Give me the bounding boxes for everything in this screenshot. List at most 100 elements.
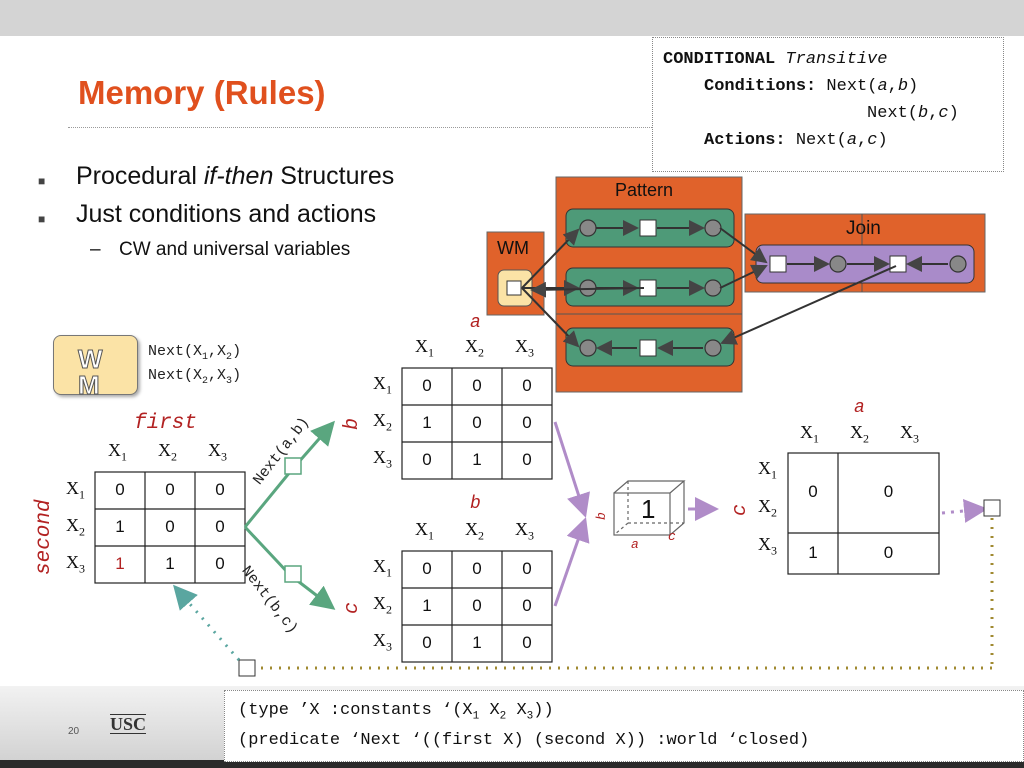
ac-cell: 0 [883, 482, 894, 501]
ac-col-header-2: X2 [850, 422, 869, 446]
ab-col-label: a [470, 313, 481, 333]
code-line-1: (type ’X :constants ‘(X1 X2 X3)) [238, 701, 554, 723]
bc-cell: 0 [472, 559, 482, 578]
bc-col-header-1: X1 [415, 519, 434, 543]
cube-a-label: a [631, 537, 639, 552]
wm-cell: 1 [115, 517, 125, 536]
ac-cell: 1 [808, 542, 818, 562]
bc-cell: 0 [522, 596, 532, 615]
ab-cell: 1 [422, 413, 432, 432]
bc-cell: 0 [522, 633, 532, 652]
ab-cell: 0 [472, 376, 482, 395]
wm-icon [53, 335, 138, 395]
top-bar [0, 0, 1024, 36]
next-bc-node [284, 565, 302, 583]
ab-col-header-1: X1 [415, 336, 434, 360]
wm-label: WM [497, 238, 529, 258]
first-label: first [134, 412, 198, 435]
ab-row-header-1: X1 [373, 373, 392, 397]
ac-row-header-1: X1 [758, 458, 777, 482]
wm-row-header-1: X1 [66, 478, 85, 502]
ab-cell: 0 [522, 413, 532, 432]
bc-col-label: b [470, 494, 481, 514]
bc-cell: 0 [422, 559, 432, 578]
page-number: 20 [68, 726, 80, 737]
ab-cell: 0 [522, 376, 532, 395]
second-label: second [33, 499, 56, 575]
ab-cell: 0 [422, 450, 432, 469]
wm-cell: 0 [215, 554, 225, 573]
wm-fact-1: Next(X1,X2) [148, 343, 242, 363]
bc-cell: 0 [472, 596, 482, 615]
wm-cell: 0 [165, 517, 175, 536]
title-divider [68, 127, 654, 128]
wm-cell: 0 [115, 480, 125, 499]
bullet-marker-1: ■ [38, 174, 46, 188]
ab-row-header-2: X2 [373, 410, 392, 434]
ab-cell: 1 [472, 450, 482, 469]
conditional-keyword: CONDITIONAL [663, 50, 776, 69]
output-node [983, 499, 1001, 517]
wm-row-header-2: X2 [66, 515, 85, 539]
ac-cell: 0 [808, 482, 818, 501]
pattern-label: Pattern [615, 180, 674, 200]
bc-row-header-2: X2 [373, 593, 392, 617]
ab-cell: 0 [422, 376, 432, 395]
conditional-box: CONDITIONAL Transitive Conditions: Next(… [652, 37, 1004, 172]
bc-row-header-1: X1 [373, 556, 392, 580]
condition-1: Next(a,b) [826, 77, 919, 96]
condition-2: Next(b,c) [867, 104, 959, 123]
ab-row-header-3: X3 [373, 447, 392, 471]
bc-cell: 0 [422, 633, 432, 652]
usc-logo: USC [110, 714, 147, 734]
wm-row-header-3: X3 [66, 552, 85, 576]
wm-fact-2: Next(X2,X3) [148, 367, 242, 387]
wm-col-header-3: X3 [208, 440, 227, 464]
cube-b-label: b [594, 512, 609, 520]
bc-col-header-3: X3 [515, 519, 534, 543]
wm-cell: 1 [115, 554, 125, 573]
ab-row-label: b [341, 417, 364, 430]
slide-title: Memory (Rules) [78, 74, 326, 111]
cube-c-label: c [668, 529, 676, 544]
bc-row-header-3: X3 [373, 630, 392, 654]
actions-label: Actions: [704, 131, 786, 150]
code-line-2: (predicate ‘Next ‘((first X) (second X))… [238, 731, 810, 750]
action-1: Next(a,c) [795, 131, 888, 150]
bc-cell: 0 [522, 559, 532, 578]
bullet-1: Procedural if-then Structures [76, 162, 394, 191]
ac-cell: 0 [883, 542, 894, 562]
ab-cell: 0 [472, 413, 482, 432]
bc-cell: 1 [472, 633, 482, 652]
wm-col-header-2: X2 [158, 440, 177, 464]
ac-col-label: a [854, 398, 865, 418]
sub-bullet: CW and universal variables [119, 239, 351, 260]
wm-cell: 0 [165, 480, 175, 499]
bullet-marker-2: ■ [38, 212, 46, 226]
ac-row-header-2: X2 [758, 496, 777, 520]
conditional-name: Transitive [785, 50, 888, 69]
bc-row-label: c [341, 601, 364, 614]
wm-cell: 1 [165, 554, 175, 573]
bc-col-header-2: X2 [465, 519, 484, 543]
bullet-1-em: if-then [203, 162, 274, 190]
code-box: (type ’X :constants ‘(X1 X2 X3)) (predic… [224, 690, 1024, 762]
bullet-1-post: Structures [273, 162, 395, 190]
ac-row-header-3: X3 [758, 534, 777, 558]
return-node [238, 659, 256, 677]
cube-value: 1 [641, 494, 656, 524]
cube-icon [613, 480, 686, 536]
ac-col-header-1: X1 [800, 422, 819, 446]
footer-bar [0, 760, 1024, 768]
ac-col-header-3: X3 [900, 422, 919, 446]
bc-cell: 1 [422, 596, 432, 615]
conditions-label: Conditions: [704, 77, 817, 96]
wm-cell: 0 [215, 517, 225, 536]
bullet-1-pre: Procedural [76, 162, 204, 190]
wm-col-header-1: X1 [108, 440, 127, 464]
ac-row-label: c [729, 503, 752, 516]
bullet-2: Just conditions and actions [76, 200, 377, 228]
ab-cell: 0 [522, 450, 532, 469]
